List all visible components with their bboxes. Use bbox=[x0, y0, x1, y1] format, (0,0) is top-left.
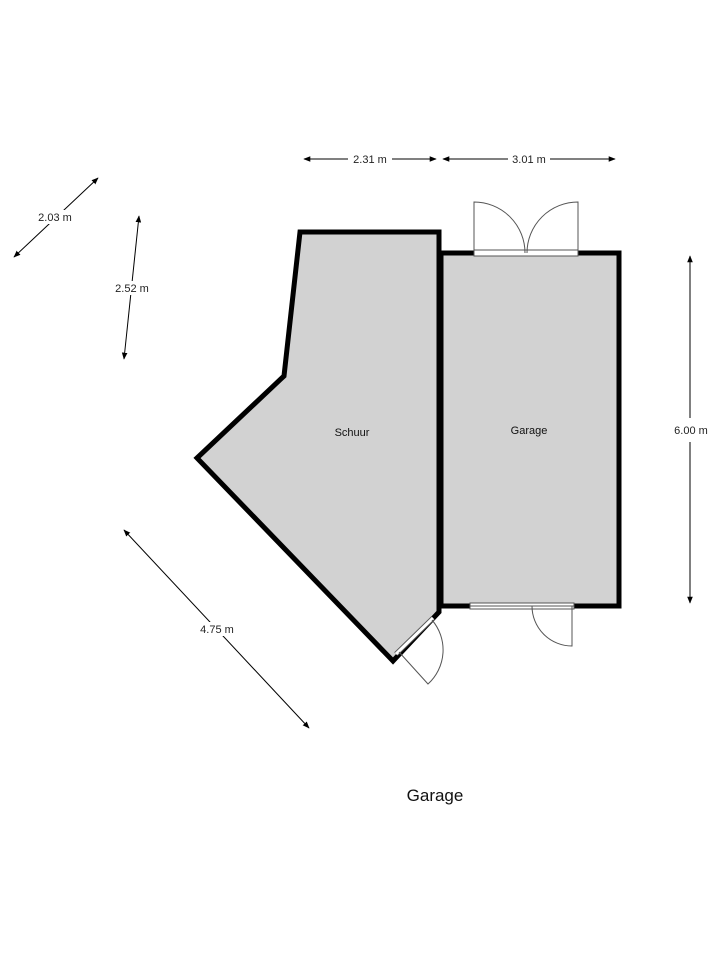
dimension-right: 6.00 m bbox=[674, 255, 708, 604]
room-label-schuur: Schuur bbox=[335, 427, 370, 439]
dimension-label: 2.03 m bbox=[38, 212, 72, 224]
garage-room bbox=[438, 250, 622, 609]
dimension-left-top: 2.03 m bbox=[13, 177, 99, 258]
schuur-door bbox=[394, 616, 444, 685]
floor-title: Garage bbox=[406, 786, 464, 805]
dimension-label: 4.75 m bbox=[200, 624, 234, 636]
dimension-top-right: 3.01 m bbox=[442, 154, 616, 166]
garage-top-double-door bbox=[473, 201, 579, 257]
dimension-label: 6.00 m bbox=[674, 425, 708, 437]
room-label-garage: Garage bbox=[511, 425, 548, 437]
dimension-left-middle: 2.52 m bbox=[110, 215, 154, 360]
dimension-label: 3.01 m bbox=[512, 154, 546, 166]
garage-bottom-door bbox=[469, 602, 575, 647]
dimension-left-bottom: 4.75 m bbox=[123, 529, 310, 729]
dimension-label: 2.52 m bbox=[115, 283, 149, 295]
dimension-label: 2.31 m bbox=[353, 154, 387, 166]
schuur-room bbox=[193, 229, 442, 665]
dimension-top-left: 2.31 m bbox=[303, 154, 437, 166]
